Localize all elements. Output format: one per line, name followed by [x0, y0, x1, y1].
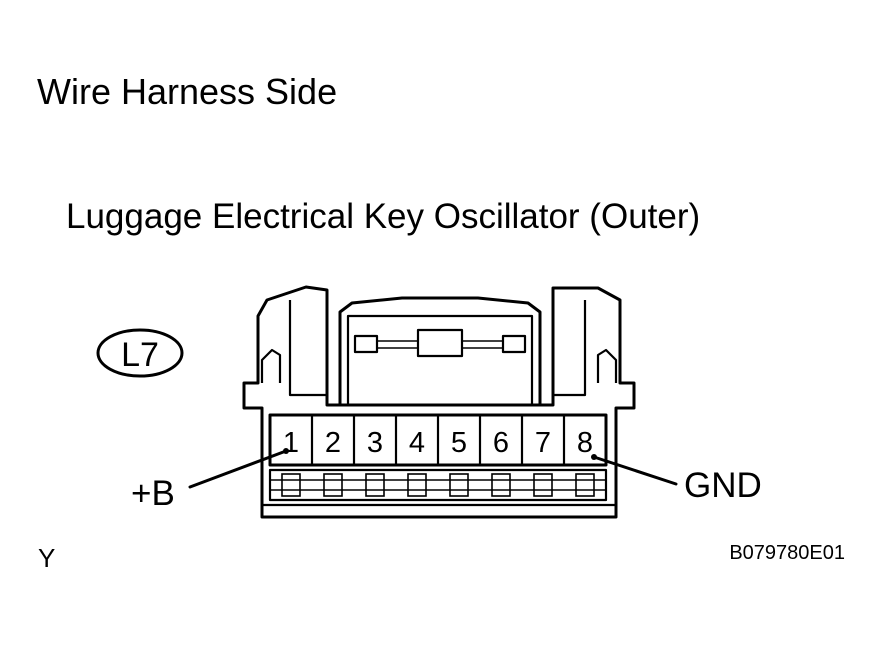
left-latch-edge	[288, 300, 327, 397]
lock-housing-inner	[346, 314, 534, 405]
lock-tab-right	[501, 334, 527, 354]
pin-dividers	[310, 415, 566, 465]
terminal-slot	[323, 473, 343, 497]
left-callout-dot	[283, 448, 289, 454]
connector-id-ellipse	[96, 328, 184, 378]
right-latch-notch	[596, 348, 618, 383]
terminal-rail	[268, 468, 608, 502]
connector-id-badge: L7	[96, 328, 184, 378]
left-latch-notch	[260, 348, 282, 383]
right-latch-edge	[553, 300, 587, 397]
connector-id: L7	[121, 336, 159, 374]
figure-code: B079780E01	[729, 542, 845, 564]
pin-number-8: 8	[577, 427, 593, 459]
lock-tab-center	[416, 328, 464, 358]
terminal-slot	[281, 473, 301, 497]
right-callout-label: GND	[684, 466, 762, 505]
terminal-slot	[449, 473, 469, 497]
terminal-ticks	[281, 473, 595, 497]
terminal-slot	[575, 473, 595, 497]
right-callout-dot	[591, 454, 597, 460]
pin-number-7: 7	[535, 427, 551, 459]
lock-housing	[338, 296, 542, 407]
terminal-slot	[491, 473, 511, 497]
left-callout-label: +B	[131, 474, 175, 513]
terminal-slot	[365, 473, 385, 497]
corner-mark: Y	[38, 543, 55, 573]
pin-number-6: 6	[493, 427, 509, 459]
pin-number-4: 4	[409, 427, 425, 459]
side-title: Wire Harness Side	[37, 71, 337, 112]
pin-number-5: 5	[451, 427, 467, 459]
component-name: Luggage Electrical Key Oscillator (Outer…	[66, 197, 700, 236]
right-callout-leader	[592, 455, 678, 486]
left-callout-leader	[188, 449, 288, 489]
pin-number-3: 3	[367, 427, 383, 459]
pin-number-1: 1	[283, 427, 299, 459]
terminal-slot	[407, 473, 427, 497]
terminal-slot	[533, 473, 553, 497]
pin-number-2: 2	[325, 427, 341, 459]
connector-outline	[242, 285, 636, 519]
lock-tab-left	[353, 334, 379, 354]
